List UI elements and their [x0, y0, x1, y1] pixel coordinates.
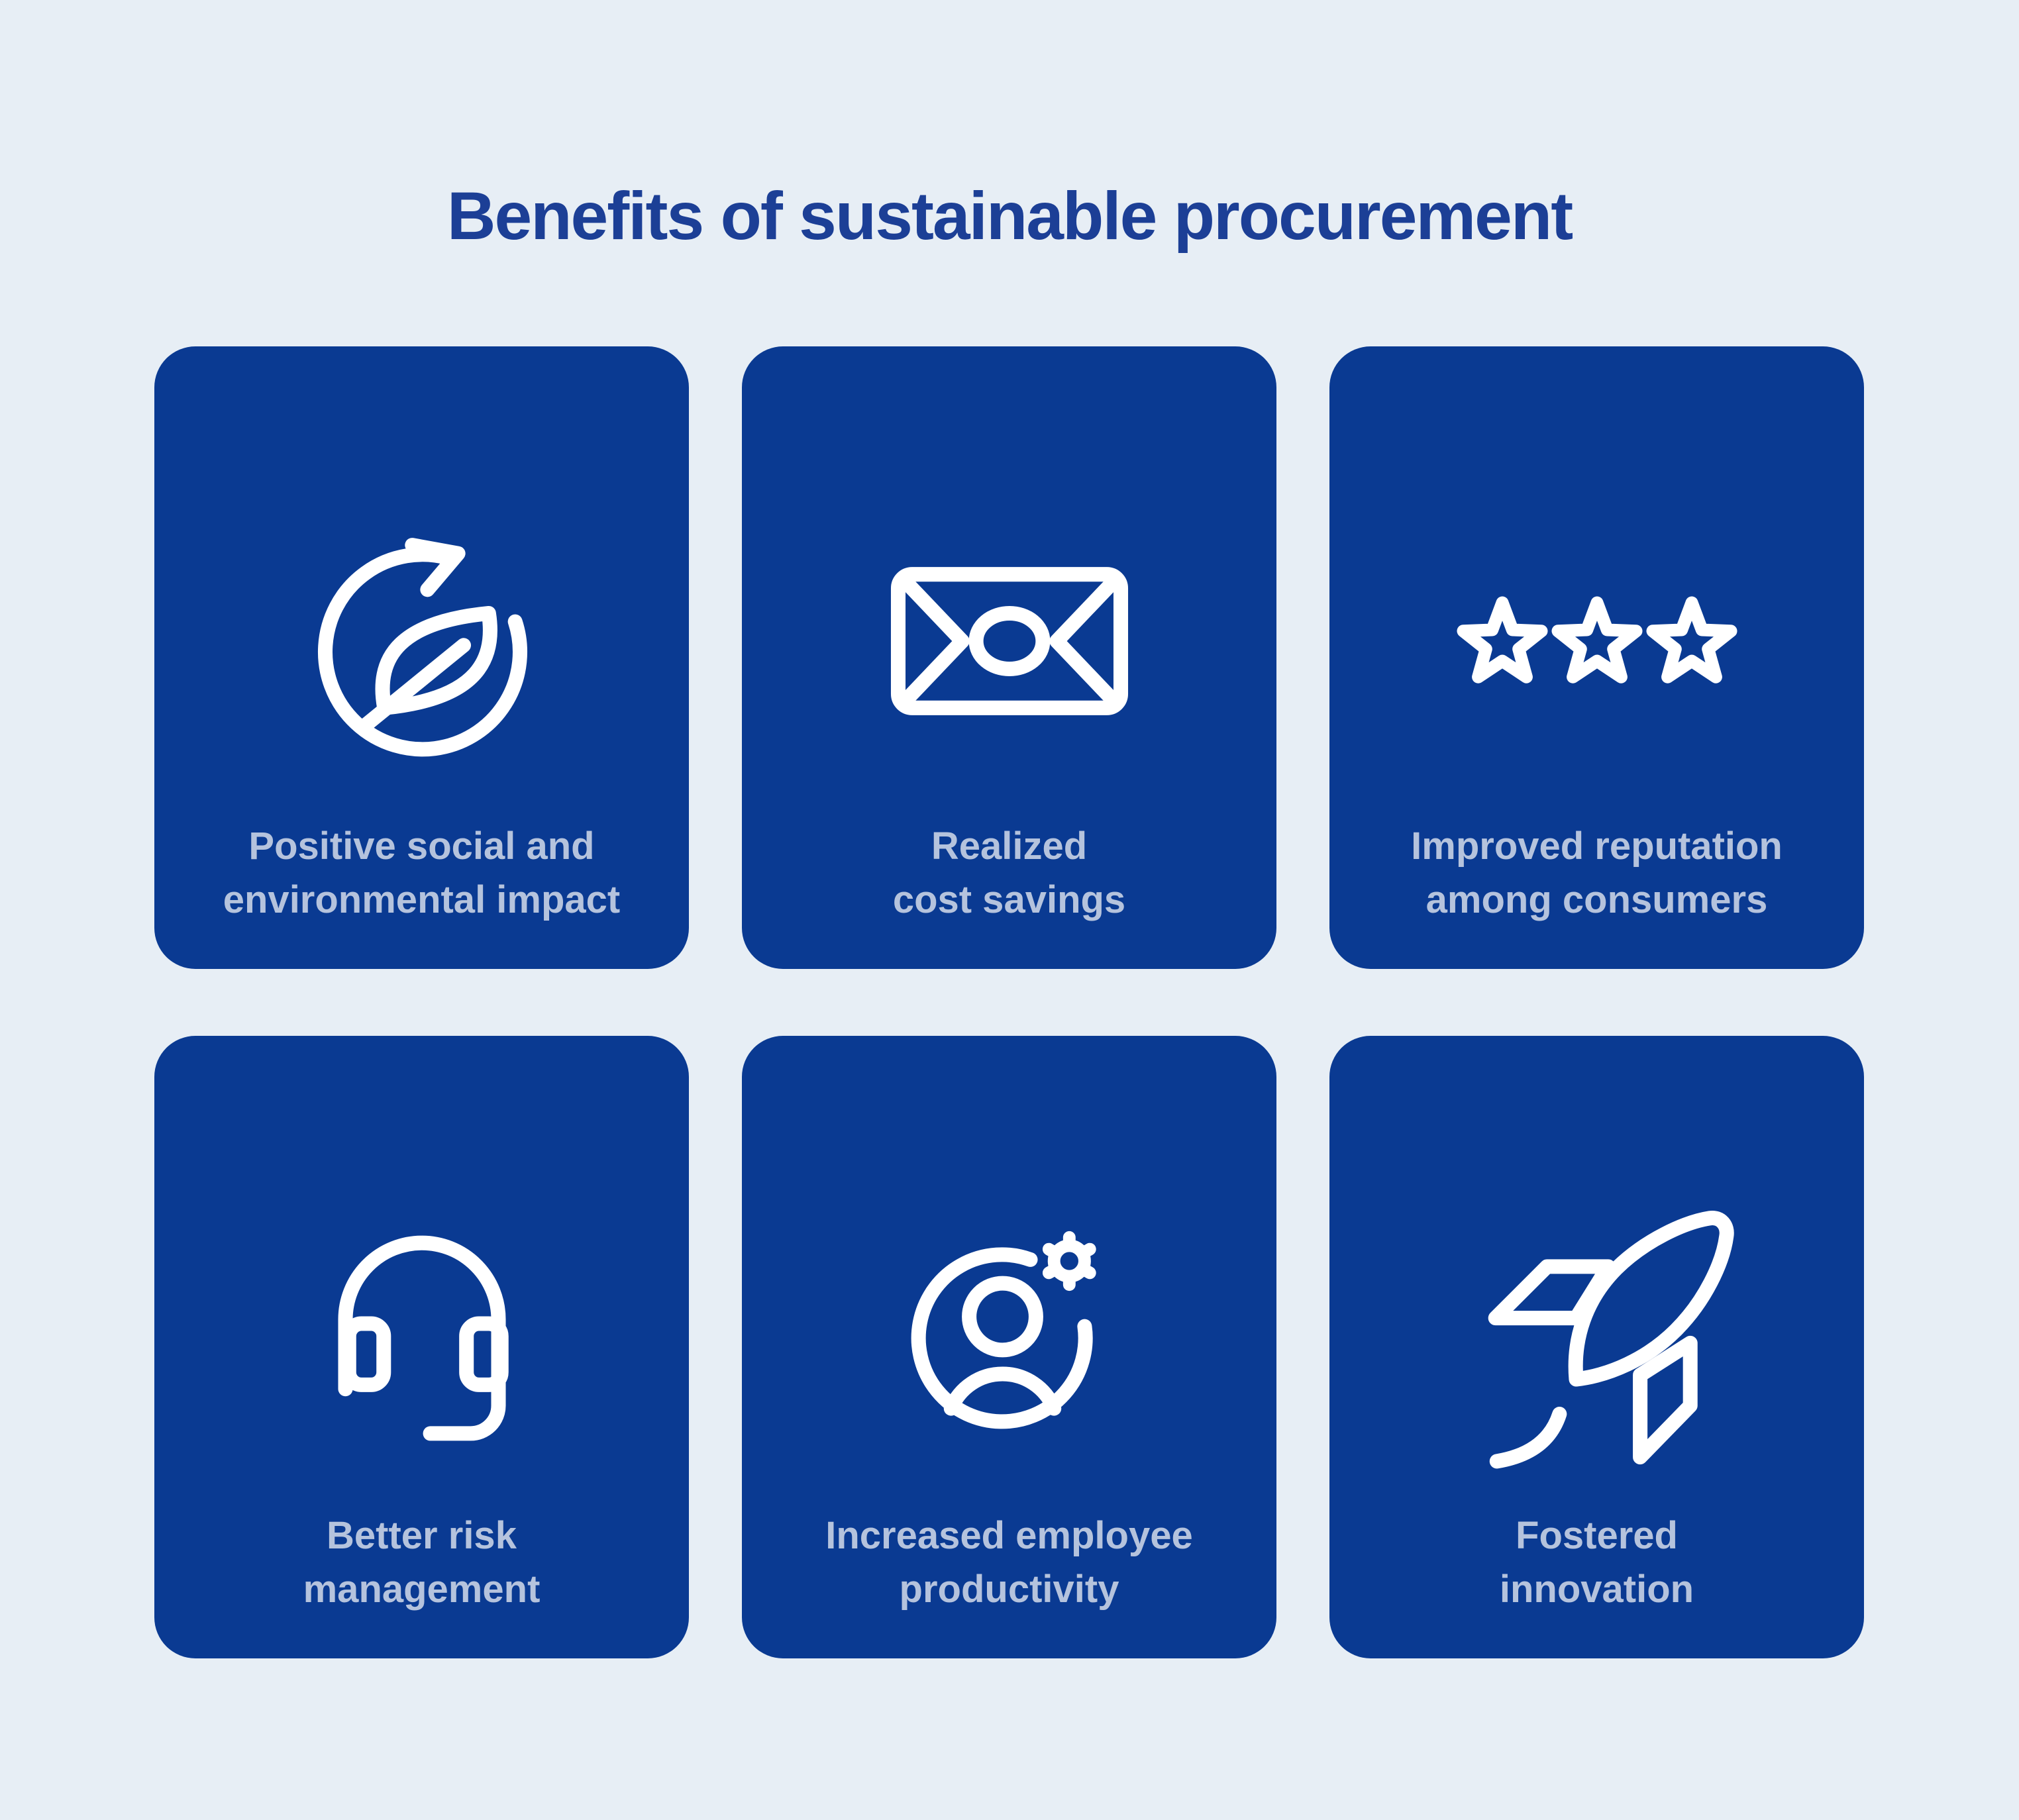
card-label: Better risk management [174, 1509, 669, 1616]
card-label: Realized cost savings [762, 819, 1257, 927]
label-line-2: among consumers [1425, 878, 1768, 921]
label-line-1: Fostered [1516, 1513, 1678, 1557]
page-title: Benefits of sustainable procurement [446, 178, 1573, 254]
label-line-2: innovation [1499, 1567, 1694, 1611]
card-label: Positive social and environmental impact [174, 819, 669, 927]
benefits-grid: Positive social and environmental impact… [154, 346, 1864, 1658]
banknote-icon [890, 567, 1128, 715]
label-line-1: Realized [931, 824, 1088, 868]
label-line-2: productivity [899, 1567, 1119, 1611]
label-line-2: cost savings [892, 878, 1126, 921]
rocket-icon [1488, 1211, 1734, 1469]
three-stars-icon [1455, 591, 1739, 691]
label-line-1: Improved reputation [1411, 824, 1783, 868]
label-line-1: Increased employee [825, 1513, 1193, 1557]
card-label: Fostered innovation [1349, 1509, 1844, 1616]
card-label: Increased employee productivity [762, 1509, 1257, 1616]
label-line-1: Positive social and [248, 824, 595, 868]
card-positive-impact: Positive social and environmental impact [154, 346, 689, 969]
headset-icon [337, 1235, 509, 1441]
card-label: Improved reputation among consumers [1349, 819, 1844, 927]
card-cost-savings: Realized cost savings [742, 346, 1276, 969]
card-innovation: Fostered innovation [1329, 1036, 1864, 1658]
user-gear-icon [911, 1231, 1096, 1429]
card-reputation: Improved reputation among consumers [1329, 346, 1864, 969]
label-line-2: management [303, 1567, 541, 1611]
gear-glyph [1042, 1231, 1096, 1291]
card-risk-management: Better risk management [154, 1036, 689, 1658]
card-employee-productivity: Increased employee productivity [742, 1036, 1276, 1658]
label-line-1: Better risk [327, 1513, 517, 1557]
leaf-cycle-icon [317, 538, 527, 757]
label-line-2: environmental impact [223, 878, 621, 921]
